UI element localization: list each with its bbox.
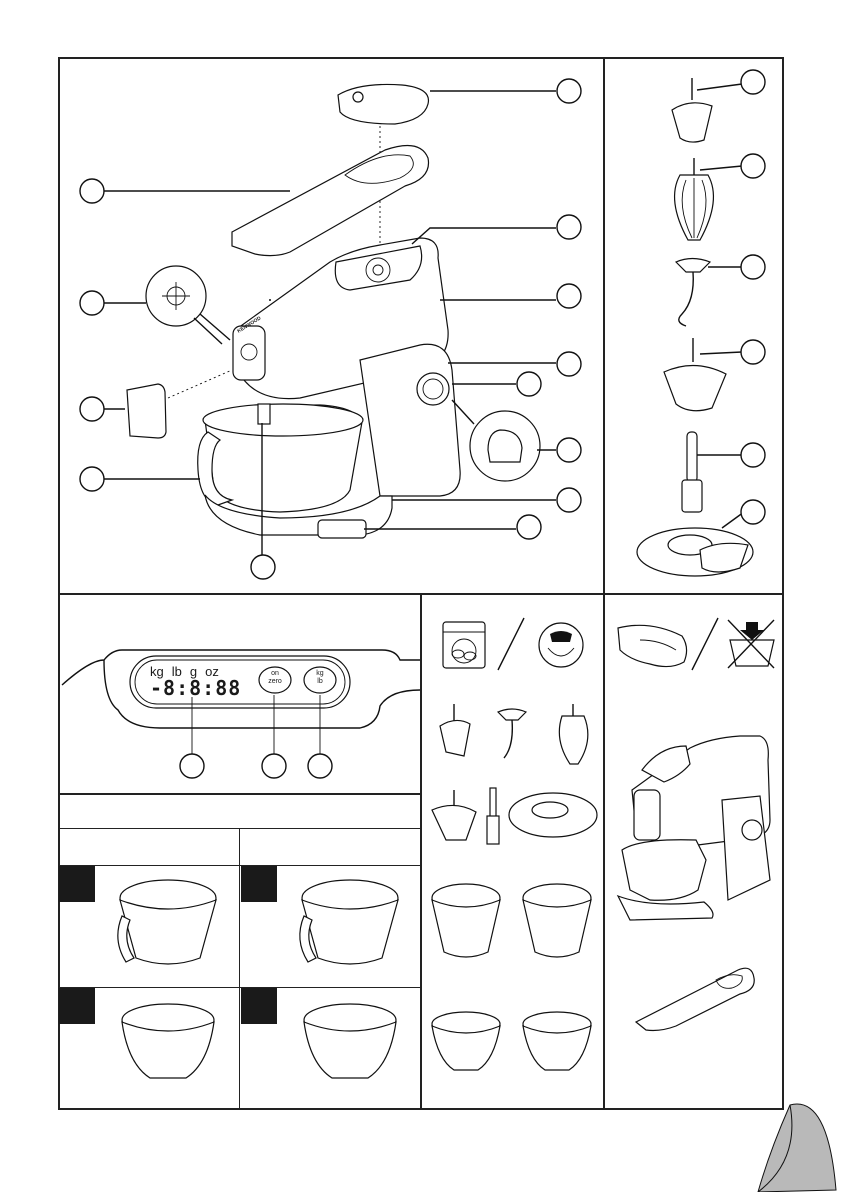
zero-label: zero <box>259 678 291 686</box>
long-lid <box>232 146 429 256</box>
bowls-grid <box>118 880 591 1078</box>
mixer-pillar <box>360 344 460 496</box>
attachments-column <box>637 70 765 576</box>
lb-label: lb <box>304 678 336 686</box>
weight-readout: -8:8:88 <box>150 676 241 700</box>
kg-lb-button[interactable]: kg lb <box>304 670 336 686</box>
lid-cap <box>338 84 428 124</box>
mixer-operating-illustration <box>618 736 770 920</box>
outlet-cover <box>127 384 166 438</box>
no-machine-wash-icon <box>728 620 774 668</box>
on-zero-button[interactable]: on zero <box>259 670 291 686</box>
scale-display <box>318 520 366 538</box>
scale-panel-illustration <box>62 650 420 778</box>
hand-wash-icon <box>618 625 687 666</box>
dishwasher-icon <box>443 622 485 668</box>
long-lid-small <box>636 968 754 1030</box>
speed-dial <box>417 373 449 405</box>
slash-1 <box>498 618 524 670</box>
on-label: on <box>259 670 291 678</box>
dishwasher-items <box>432 704 597 844</box>
dishwasher-safe-icon <box>539 623 583 667</box>
kg-label: kg <box>304 670 336 678</box>
page-curl <box>758 1104 836 1192</box>
slash-2 <box>692 618 718 670</box>
